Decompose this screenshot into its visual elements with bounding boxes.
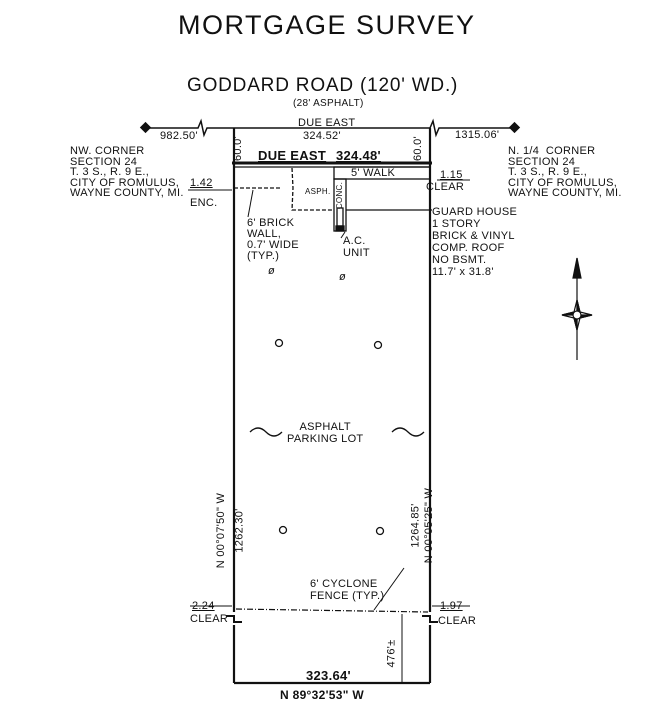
west-distance: 1262.30' [233,508,246,553]
break-marks [226,615,438,623]
east-bearing: N 00°05'25" W [423,487,436,564]
leader-lines [188,179,470,683]
nw-enc-value: 1.42 [190,177,213,189]
nw-enc-label: ENC. [190,197,218,209]
walk-label: 5' WALK [351,167,396,179]
ne-corner-label: N. 1/4 CORNER SECTION 24 T. 3 S., R. 9 E… [508,145,622,199]
west-bearing: N 00°07'50" W [215,492,228,569]
site-features [234,166,432,232]
north-arrow-icon [561,257,593,360]
page-title: MORTGAGE SURVEY [178,10,476,40]
parking-squiggles [249,427,425,437]
guard-house-label: GUARD HOUSE 1 STORY BRICK & VINYL COMP. … [432,206,518,278]
sw-clear-value: 2.24 [192,600,215,612]
west-tie-distance: 982.50' [160,130,198,142]
utility-pole-icon: ø [268,265,276,277]
section-line [146,118,515,138]
section-corner-icon [139,121,521,134]
south-bearing: N 89°32'53" W [280,688,364,702]
offset-distance: 476'± [385,639,398,668]
tree-icon [274,338,385,536]
cyclone-fence [235,608,429,613]
road-name: GODDARD ROAD (120' WD.) [187,75,459,96]
ac-unit-label: A.C. UNIT [343,235,370,259]
east-tie-distance: 1315.06' [455,129,500,141]
parking-lot-label: ASPHALT PARKING LOT [287,421,364,445]
top-bearing: DUE EAST [298,117,356,129]
north-distance: 324.48' [336,148,381,163]
ne-clear-label: CLEAR [426,181,465,193]
fence-label: 6' CYCLONE FENCE (TYP.) [310,578,385,602]
utility-pole-icon: ø [339,271,347,283]
se-clear-label: CLEAR [438,615,477,627]
nw-corner-label: NW. CORNER SECTION 24 T. 3 S., R. 9 E., … [70,145,184,199]
concrete-label: CONC. [335,181,345,210]
west-row-width: 60.0' [232,135,245,162]
east-row-width: 60.0' [412,135,425,162]
road-surface: (28' ASPHALT) [293,98,364,109]
se-clear-value: 1.97 [440,600,463,612]
sw-clear-label: CLEAR [190,613,229,625]
south-distance: 323.64' [306,668,351,683]
brick-wall-label: 6' BRICK WALL, 0.7' WIDE (TYP.) [247,217,299,262]
ne-clear-value: 1.15 [440,169,463,181]
asphalt-label: ASPH. [305,187,331,196]
north-bearing: DUE EAST [258,148,327,163]
east-distance: 1264.85' [409,503,422,548]
top-distance: 324.52' [303,130,341,142]
